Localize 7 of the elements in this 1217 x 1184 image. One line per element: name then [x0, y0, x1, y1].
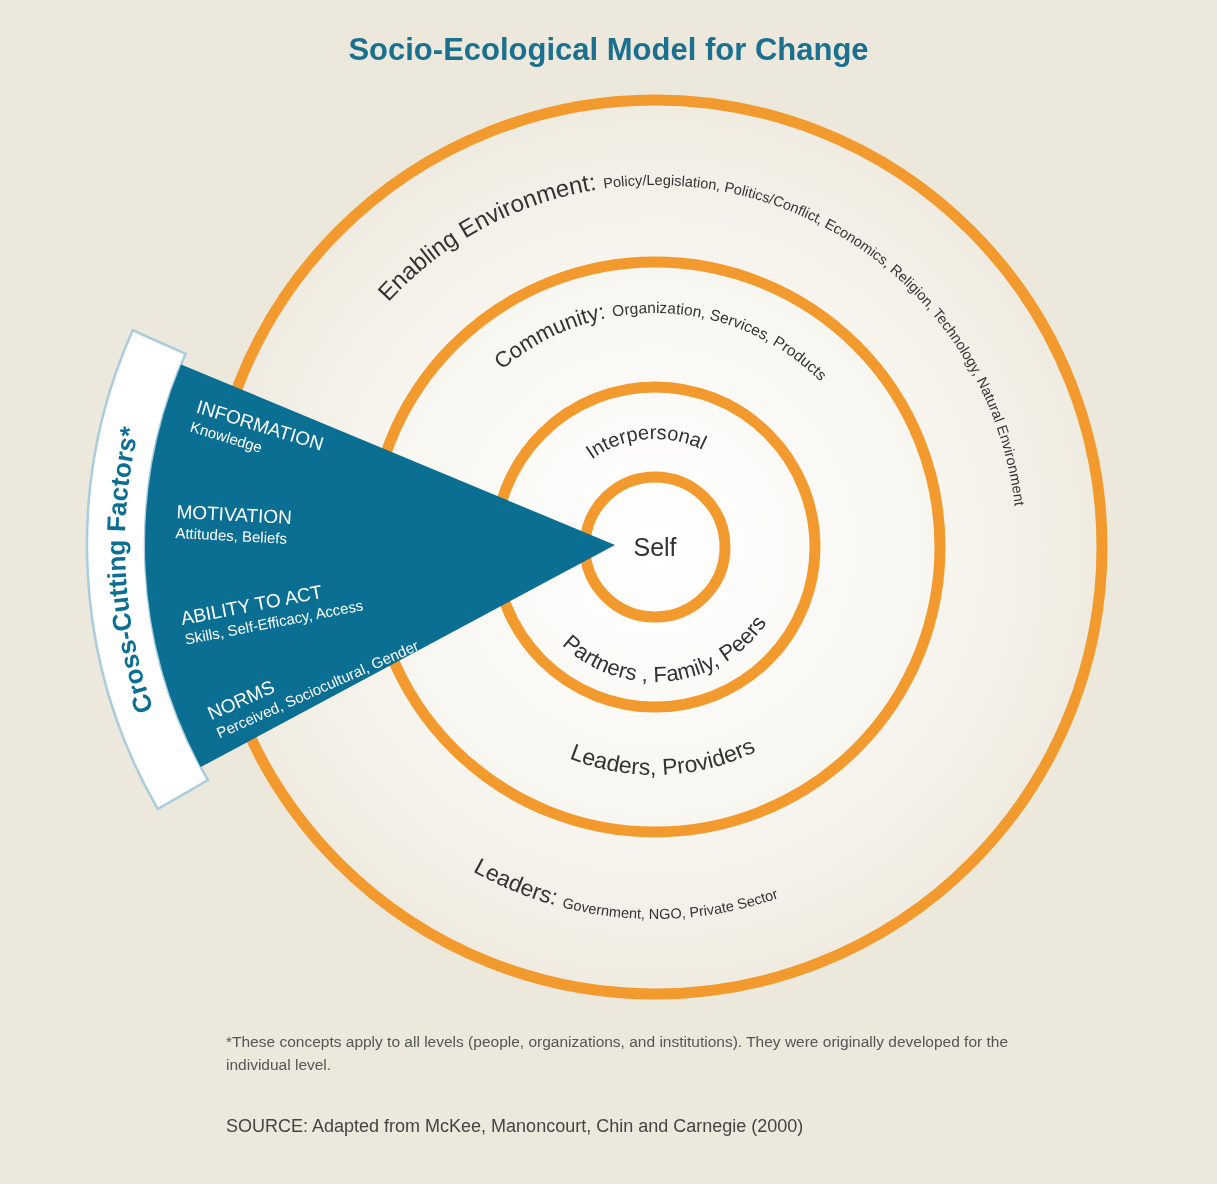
source-note: SOURCE: Adapted from McKee, Manoncourt, Chin and Carnegie (2000)	[226, 1115, 805, 1138]
diagram-title: Socio-Ecological Model for Change	[347, 32, 870, 68]
footnote: *These concepts apply to all levels (people, organizations, and institutions). They were originally developed for the individual level.	[226, 1032, 1010, 1076]
level-text: Interpersonal	[581, 420, 711, 463]
level-text: Leaders, Providers	[567, 732, 759, 780]
level-heading: Self	[632, 532, 678, 562]
level-text: Government, NGO, Private Sector	[561, 885, 780, 922]
